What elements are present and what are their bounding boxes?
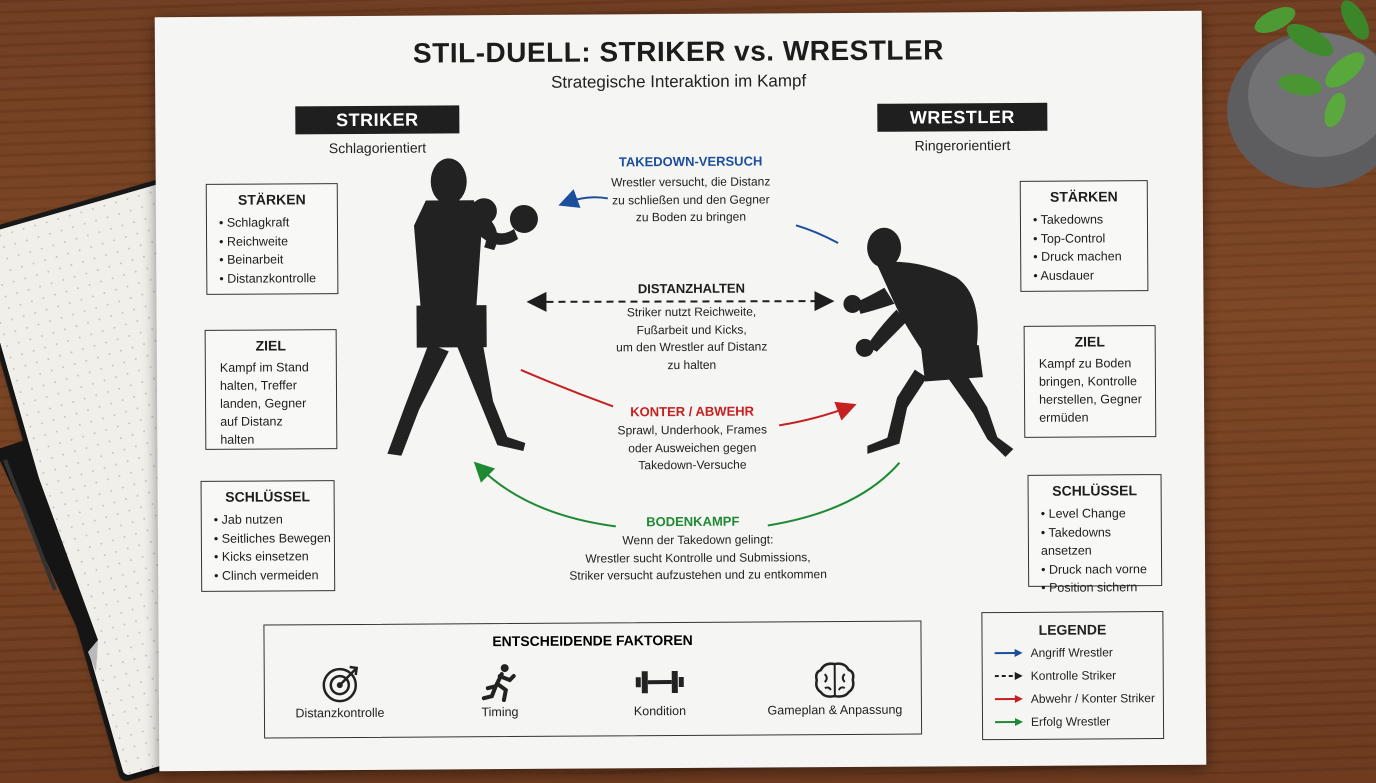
factors-box: ENTSCHEIDENDE FAKTOREN Distanzkontrolle … <box>263 621 922 739</box>
brain-icon <box>813 660 857 700</box>
legend-line-blue <box>995 649 1023 657</box>
pen-icon <box>0 440 110 680</box>
factor-distanzkontrolle: Distanzkontrolle <box>280 663 400 721</box>
takedown-text: Wrestler versucht, die Distanz zu schlie… <box>601 173 781 227</box>
konter-text: Sprawl, Underhook, Frames oder Ausweiche… <box>597 421 787 475</box>
dumbbell-icon <box>634 661 686 701</box>
legend-item-kontrolle: Kontrolle Striker <box>995 668 1116 683</box>
distanz-text: Striker nutzt Reichweite, Fußarbeit und … <box>596 303 786 374</box>
legend-line-dashed <box>995 672 1023 680</box>
text-line: zu schließen und den Gegner <box>612 192 770 207</box>
boden-arrow-left <box>479 466 615 527</box>
legend-item-erfolg: Erfolg Wrestler <box>995 714 1110 729</box>
text-line: Wrestler sucht Kontrolle und Submissions… <box>585 550 810 565</box>
text-line: oder Ausweichen gegen <box>628 440 756 455</box>
konter-arrow-right <box>779 407 849 425</box>
text-line: Sprawl, Underhook, Frames <box>617 422 766 437</box>
potted-plant-icon <box>1215 0 1376 190</box>
text-line: Wrestler versucht, die Distanz <box>611 174 770 189</box>
factor-label: Kondition <box>600 704 720 719</box>
legend-label: Abwehr / Konter Striker <box>1031 691 1155 706</box>
factor-gameplan: Gameplan & Anpassung <box>760 660 910 718</box>
text-line: um den Wrestler auf Distanz <box>616 339 767 354</box>
boden-title: BODENKAMPF <box>608 513 778 529</box>
legend-title: LEGENDE <box>982 621 1162 638</box>
legend-box: LEGENDE Angriff Wrestler Kontrolle Strik… <box>981 611 1164 740</box>
factors-title: ENTSCHEIDENDE FAKTOREN <box>264 631 920 651</box>
takedown-title: TAKEDOWN-VERSUCH <box>606 153 776 169</box>
running-person-icon <box>480 662 520 702</box>
text-line: zu halten <box>667 357 716 371</box>
factor-label: Distanzkontrolle <box>280 706 400 721</box>
text-line: Fußarbeit und Kicks, <box>637 322 747 337</box>
factor-label: Timing <box>440 705 560 720</box>
text-line: Striker versucht aufzustehen und zu entk… <box>569 567 827 583</box>
legend-line-green <box>995 718 1023 726</box>
boden-text: Wenn der Takedown gelingt: Wrestler such… <box>538 531 858 585</box>
legend-line-red <box>995 695 1023 703</box>
legend-label: Angriff Wrestler <box>1031 645 1113 660</box>
konter-arrow-left <box>521 369 613 407</box>
distanz-title: DISTANZHALTEN <box>606 280 776 296</box>
diagram-sheet: STIL-DUELL: STRIKER vs. WRESTLER Strateg… <box>155 11 1207 771</box>
factor-kondition: Kondition <box>600 661 720 719</box>
factor-label: Gameplan & Anpassung <box>760 703 910 718</box>
text-line: Wenn der Takedown gelingt: <box>622 532 773 547</box>
legend-item-angriff: Angriff Wrestler <box>995 645 1113 660</box>
factor-timing: Timing <box>440 662 560 720</box>
legend-label: Erfolg Wrestler <box>1031 714 1110 728</box>
legend-label: Kontrolle Striker <box>1031 668 1116 683</box>
legend-item-abwehr: Abwehr / Konter Striker <box>995 691 1155 706</box>
konter-title: KONTER / ABWEHR <box>607 403 777 419</box>
text-line: Striker nutzt Reichweite, <box>627 305 756 320</box>
takedown-arrow-tail <box>796 225 838 243</box>
text-line: Takedown-Versuche <box>638 458 746 473</box>
text-line: zu Boden zu bringen <box>636 210 746 225</box>
target-icon <box>320 663 360 703</box>
